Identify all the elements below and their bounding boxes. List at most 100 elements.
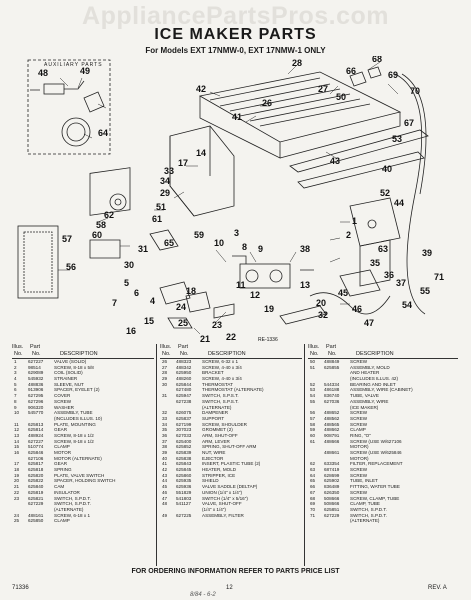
- part-description: COVER: [54, 393, 71, 399]
- illus-number: 66: [310, 484, 316, 490]
- part-number: 627227: [28, 359, 44, 364]
- callout-33: 33: [164, 166, 174, 176]
- part-number: 906320: [28, 404, 44, 410]
- part-number: 627199: [176, 421, 192, 427]
- figure-code: RE-1336: [258, 337, 278, 343]
- part-number: 488924: [28, 432, 44, 438]
- model-subtitle: For Models EXT 17NMW-0, EXT 17NMW-1 ONLY: [145, 46, 326, 55]
- part-number: 488662: [324, 427, 340, 433]
- part-description: ASSEMBLY, WIRE: [350, 398, 389, 404]
- part-number: 627106: [28, 455, 44, 461]
- part-description: (ALTERNATE): [202, 404, 232, 410]
- part-number: 627225: [176, 512, 192, 518]
- illus-number: 50: [310, 359, 316, 364]
- illus-number: 67: [310, 489, 316, 495]
- illus-number: 36: [162, 432, 168, 438]
- illus-number: 52: [310, 381, 316, 387]
- part-description: WASHER: [54, 404, 74, 410]
- illus-number: 31: [162, 393, 168, 399]
- illus-number: 9: [14, 404, 17, 410]
- parts-row: (INCLUDES ILLUS. 10): [12, 416, 154, 422]
- part-number: 625844: [176, 381, 192, 387]
- part-number: 488161: [28, 512, 44, 518]
- callout-61: 61: [152, 214, 162, 224]
- callout-66: 66: [346, 66, 356, 76]
- illus-number: 13: [14, 432, 20, 438]
- part-description: SWITCH (1/4" x 5/16"): [202, 495, 248, 501]
- illus-number: 40: [162, 455, 168, 461]
- callout-39: 39: [422, 248, 432, 258]
- part-number: 625837: [176, 415, 192, 421]
- illus-number: 51: [310, 364, 316, 370]
- part-description: SCREW, CLAMP, TUBE: [350, 495, 400, 501]
- part-number: 627229: [324, 512, 340, 518]
- illus-number: 5: [14, 381, 17, 387]
- shutoff-valve-shape: [43, 83, 65, 95]
- document-number: 71336: [12, 585, 29, 591]
- illus-number: 33: [162, 415, 168, 421]
- part-number: 488323: [176, 359, 192, 364]
- header-no: No.: [310, 351, 319, 357]
- auxiliary-parts-box: [27, 59, 111, 155]
- parts-row: MOTOR): [308, 444, 458, 450]
- callout-35: 35: [370, 258, 380, 268]
- callout-52: 52: [380, 188, 390, 198]
- part-description: FILTER, REPLACEMENT: [350, 461, 403, 467]
- header-no: No.: [14, 351, 23, 357]
- header-illus: Illus.: [12, 344, 24, 350]
- callout-71: 71: [434, 272, 444, 282]
- header-illus: Illus.: [308, 344, 320, 350]
- illus-number: 25: [14, 518, 20, 524]
- part-description: THERMOSTAT: [202, 381, 233, 387]
- part-description: AND HEATER: [350, 370, 380, 376]
- illus-number: 54: [310, 393, 316, 399]
- callout-27: 27: [318, 84, 328, 94]
- callout-4: 4: [150, 296, 155, 306]
- callout-24: 24: [176, 302, 186, 312]
- part-number: 486188: [324, 387, 340, 393]
- illus-number: 23: [14, 495, 20, 501]
- illus-number: 60: [310, 432, 316, 438]
- illus-number: 45: [162, 484, 168, 490]
- callout-54: 54: [402, 300, 412, 310]
- part-number: 488565: [324, 421, 340, 427]
- part-number: 625817: [28, 461, 44, 467]
- illus-number: 65: [310, 478, 316, 484]
- part-number: 625845: [176, 467, 192, 473]
- parts-row: (ALTERNATE): [308, 518, 458, 524]
- part-description: SUPPORT: [202, 415, 225, 421]
- part-description: (ALTERNATE): [54, 506, 84, 512]
- part-description: CLAMP: [350, 427, 366, 433]
- callout-20: 20: [316, 298, 326, 308]
- control-housing: [169, 125, 235, 217]
- part-number: 625822: [28, 478, 44, 484]
- illus-number: 59: [310, 427, 316, 433]
- part-number: 488666: [324, 438, 340, 444]
- header-part: Part: [30, 344, 41, 350]
- part-number: 627033: [176, 432, 192, 438]
- part-description: SCREW: [350, 472, 368, 478]
- part-description: SWITCH, S.P.S.T.: [202, 398, 239, 404]
